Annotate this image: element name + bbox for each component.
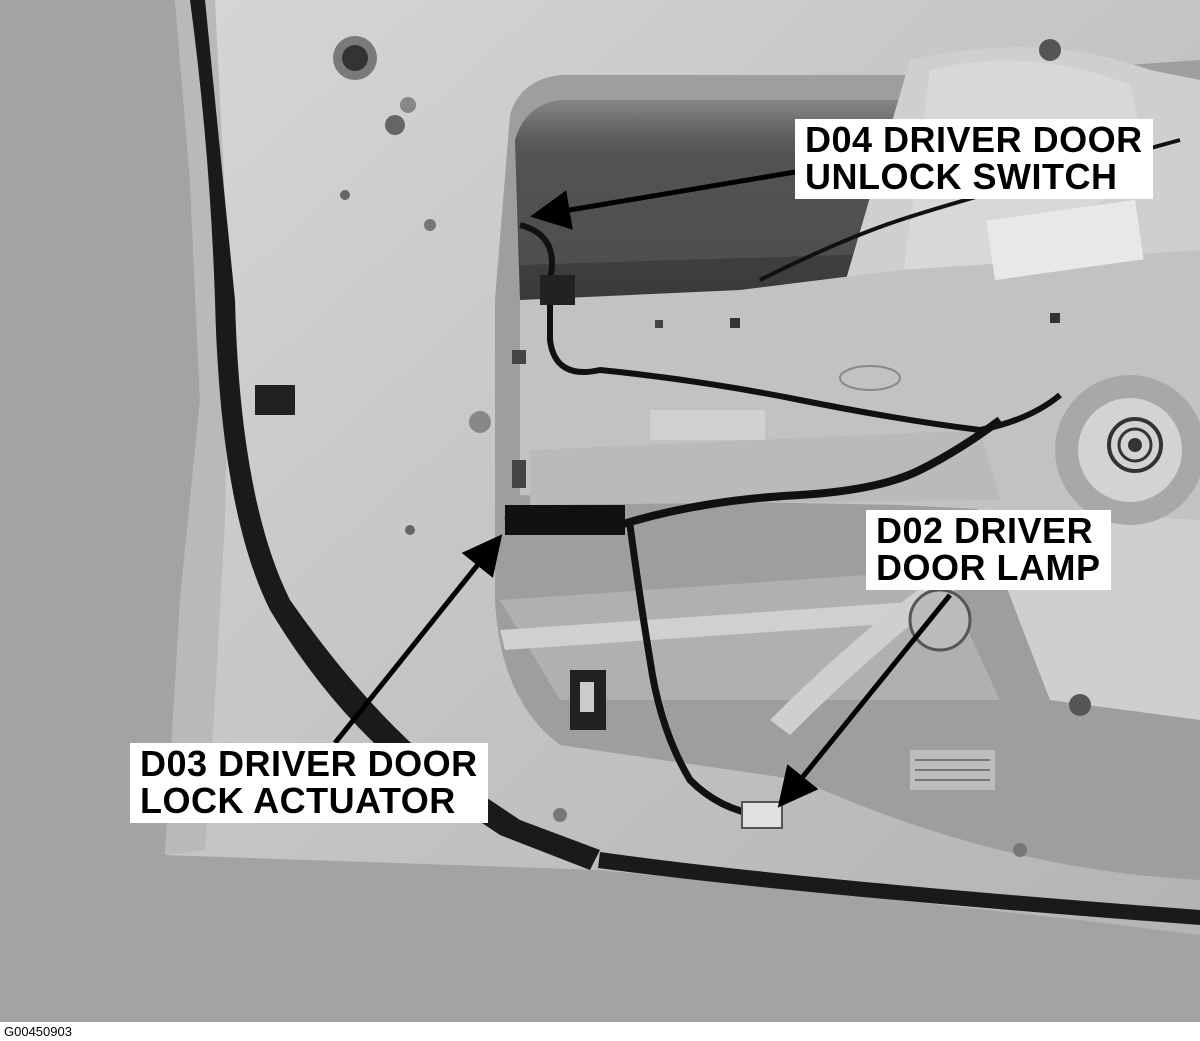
callout-d02-line1: D02 DRIVER	[876, 510, 1094, 551]
callout-d04-line1: D04 DRIVER DOOR	[805, 119, 1143, 160]
figure-footer: G00450903	[0, 1022, 1200, 1041]
callout-d03-line2: LOCK ACTUATOR	[140, 780, 456, 821]
callout-d03-lock-actuator: D03 DRIVER DOOR LOCK ACTUATOR	[130, 743, 488, 823]
figure-code: G00450903	[4, 1024, 72, 1039]
callout-d04-unlock-switch: D04 DRIVER DOOR UNLOCK SWITCH	[795, 119, 1153, 199]
callout-d03-line1: D03 DRIVER DOOR	[140, 743, 478, 784]
callout-d02-line2: DOOR LAMP	[876, 547, 1101, 588]
callout-d04-line2: UNLOCK SWITCH	[805, 156, 1118, 197]
callout-d02-door-lamp: D02 DRIVER DOOR LAMP	[866, 510, 1111, 590]
